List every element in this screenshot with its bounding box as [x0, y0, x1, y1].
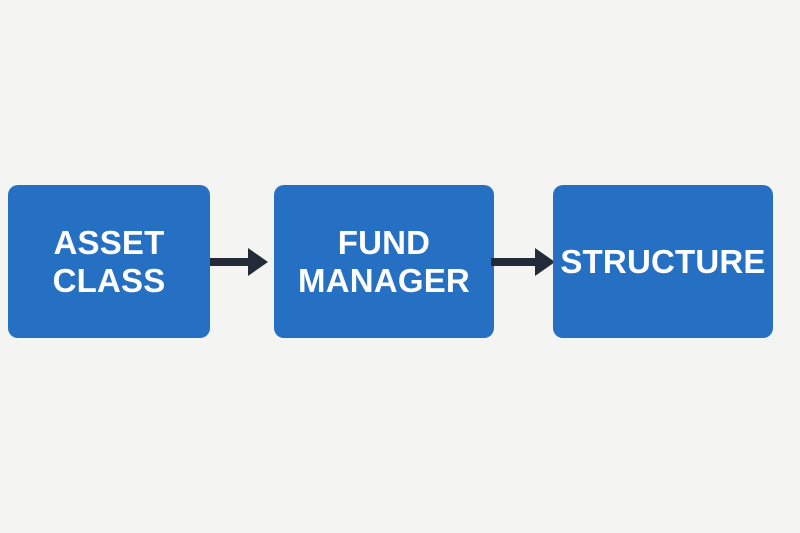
flow-node-label: FUND MANAGER: [298, 224, 470, 299]
arrow-right-icon: [491, 245, 555, 279]
arrow-right-icon: [210, 245, 268, 279]
flow-node-structure[interactable]: STRUCTURE: [553, 185, 773, 338]
flow-node-label: ASSET CLASS: [52, 224, 166, 299]
flow-node-fund-manager[interactable]: FUND MANAGER: [274, 185, 494, 338]
flow-node-asset-class[interactable]: ASSET CLASS: [8, 185, 210, 338]
flow-node-label: STRUCTURE: [560, 242, 766, 280]
